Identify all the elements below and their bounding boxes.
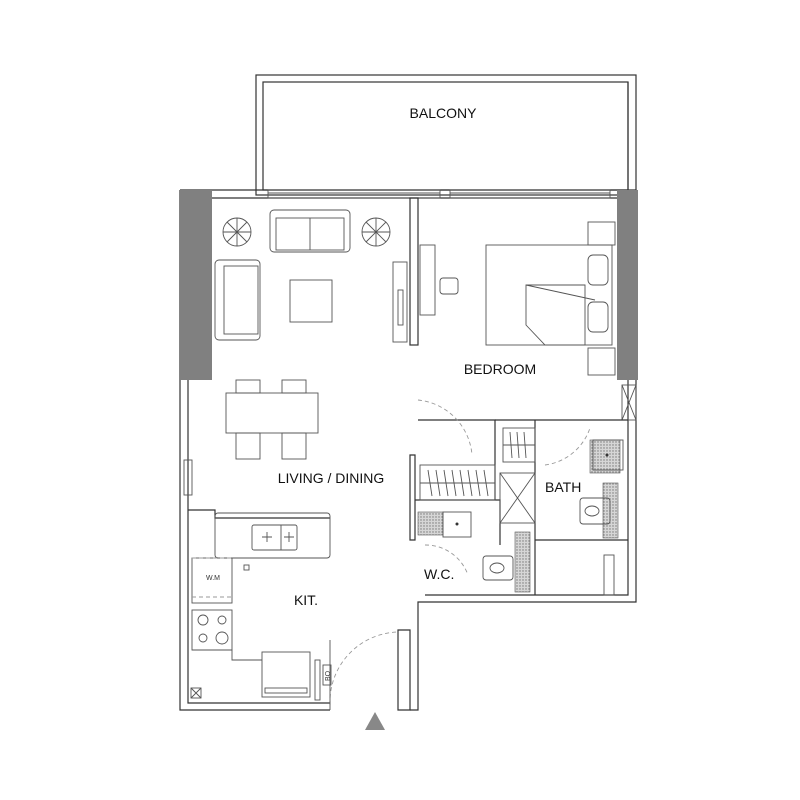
wardrobes <box>419 427 536 524</box>
room-label-kitchen: KIT. <box>294 592 318 608</box>
exterior-walls <box>179 189 637 711</box>
bath-fixtures: BATH W.C. <box>417 439 624 596</box>
washing-machine-label: W.M <box>206 575 220 582</box>
plant-icon <box>222 217 252 247</box>
pillar-right <box>617 190 638 380</box>
room-label-balcony: BALCONY <box>410 105 478 121</box>
living-furniture <box>214 209 408 460</box>
entrance-arrow-icon <box>365 712 385 730</box>
bedroom-furniture <box>419 221 616 376</box>
balcony: BALCONY <box>255 74 637 196</box>
room-label-living-dining: LIVING / DINING <box>278 470 385 486</box>
stove-burners-icon <box>197 614 229 645</box>
room-label-bath: BATH <box>545 479 581 495</box>
room-label-bedroom: BEDROOM <box>464 361 536 377</box>
partitions <box>188 197 628 711</box>
pillar-left <box>180 190 212 380</box>
room-label-wc: W.C. <box>424 566 454 582</box>
shaft <box>621 384 637 421</box>
plant-icon <box>361 217 391 247</box>
bo-label: BO <box>325 670 332 681</box>
kitchen-fixtures: W.M BO <box>183 459 332 701</box>
